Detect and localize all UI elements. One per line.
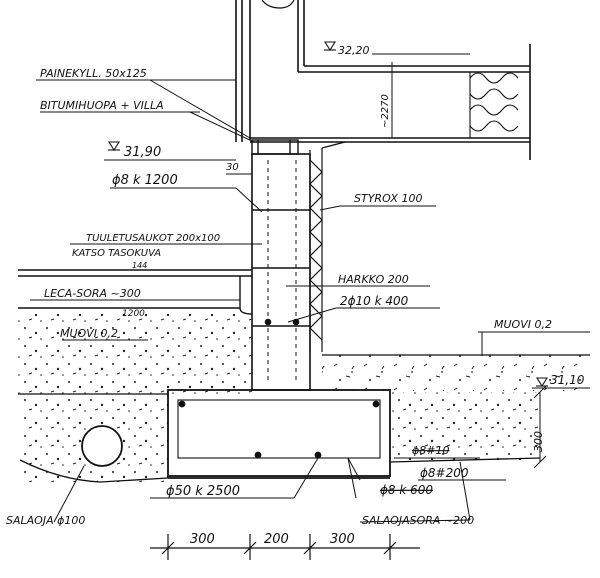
rebar-struck-label: ϕ8#10	[412, 444, 449, 457]
rebar-bottom-label: ϕ50 k 2500	[166, 484, 240, 499]
harkko-label: HARKKO 200	[338, 273, 409, 286]
dim-30-label: 30	[226, 162, 239, 173]
upper-structure	[235, 0, 531, 160]
dim-200: 200	[264, 532, 289, 547]
salaoja-label: SALAOJA ϕ100	[6, 514, 85, 527]
styrox-label: STYROX 100	[354, 192, 422, 205]
floor-level-label: 32,20	[338, 44, 370, 57]
painekyll-label: PAINEKYLL. 50x125	[40, 67, 147, 80]
tuuletus-note: KATSO TASOKUVA	[72, 248, 161, 259]
ground-lines	[18, 354, 590, 483]
muovi-left-label: MUOVI 0,2	[60, 327, 118, 340]
salaojasora-label: SALAOJASORA ~200	[362, 514, 474, 527]
drain-pipe-icon	[81, 425, 123, 467]
dim-300-right: 300	[330, 532, 355, 547]
dim-144-label: 144	[132, 261, 147, 270]
bitumihuopa-label: BITUMIHUOPA + VILLA	[40, 99, 164, 112]
level-marker-icon	[108, 41, 548, 388]
muovi-right-label: MUOVI 0,2	[494, 318, 552, 331]
ground-level-label: 31,10	[550, 373, 585, 387]
tuuletus-label: TUULETUSAUKOT 200x100	[86, 233, 220, 244]
dim-1200-label: 1200	[122, 309, 145, 319]
slab-and-leca	[18, 269, 253, 315]
ground-fill-right	[322, 355, 582, 391]
height-dimension	[391, 62, 547, 469]
rebar-harkko-label: 2ϕ10 k 400	[340, 294, 409, 308]
rebar-footing-label: ϕ8#200	[420, 466, 469, 480]
drainage-gravel-right	[390, 392, 540, 462]
bottom-dimension-line	[150, 534, 420, 560]
rebar-top-label: ϕ8 k 1200	[112, 173, 178, 188]
rebar-footing-old-label: ϕ8 k 600	[380, 483, 433, 497]
leca-label: LECA-SORA ~300	[44, 287, 141, 300]
styrox-insulation	[309, 141, 346, 352]
footing	[167, 389, 391, 479]
insulation-batt-icon	[469, 72, 519, 138]
sill-level-label: 31,90	[124, 145, 161, 160]
dim-300-left: 300	[190, 532, 215, 547]
block-wall	[251, 153, 311, 391]
wall-height-label: ~2270	[380, 94, 391, 128]
leader-lines	[30, 53, 590, 523]
ground-fill-left	[18, 314, 252, 394]
footing-height-label: 300	[532, 431, 545, 452]
